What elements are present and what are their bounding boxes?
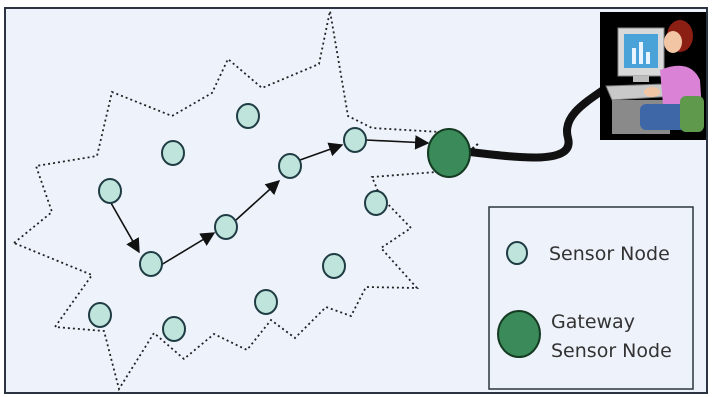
route-arrow — [160, 232, 216, 266]
route-arrow — [299, 142, 344, 161]
network-boundary — [12, 10, 480, 392]
user-at-computer-icon — [600, 12, 706, 140]
sensor-node — [343, 127, 367, 153]
gateway-node — [427, 128, 471, 178]
sensor-node — [162, 316, 186, 342]
route-arrow — [365, 135, 430, 150]
legend-sensor-swatch — [506, 241, 528, 265]
legend-gateway-label-line1: Gateway — [551, 311, 635, 333]
route-arrow — [110, 202, 140, 254]
legend-box — [488, 206, 694, 390]
routing-path — [110, 135, 430, 266]
legend: Sensor Node Gateway Sensor Node — [488, 206, 694, 390]
legend-gateway-swatch — [497, 310, 541, 358]
sensor-node — [139, 251, 163, 277]
sensor-node — [236, 103, 260, 129]
sensor-node — [214, 214, 238, 240]
sensor-node — [88, 302, 112, 328]
sensor-node — [278, 153, 302, 179]
sensor-nodes — [88, 103, 388, 342]
legend-sensor-label: Sensor Node — [549, 243, 670, 265]
sensor-node — [364, 190, 388, 216]
route-arrow — [235, 180, 281, 221]
sensor-node — [161, 140, 185, 166]
sensor-node — [254, 289, 278, 315]
sensor-node — [322, 253, 346, 279]
legend-gateway-label-line2: Sensor Node — [551, 340, 672, 362]
sensor-node — [98, 178, 122, 204]
